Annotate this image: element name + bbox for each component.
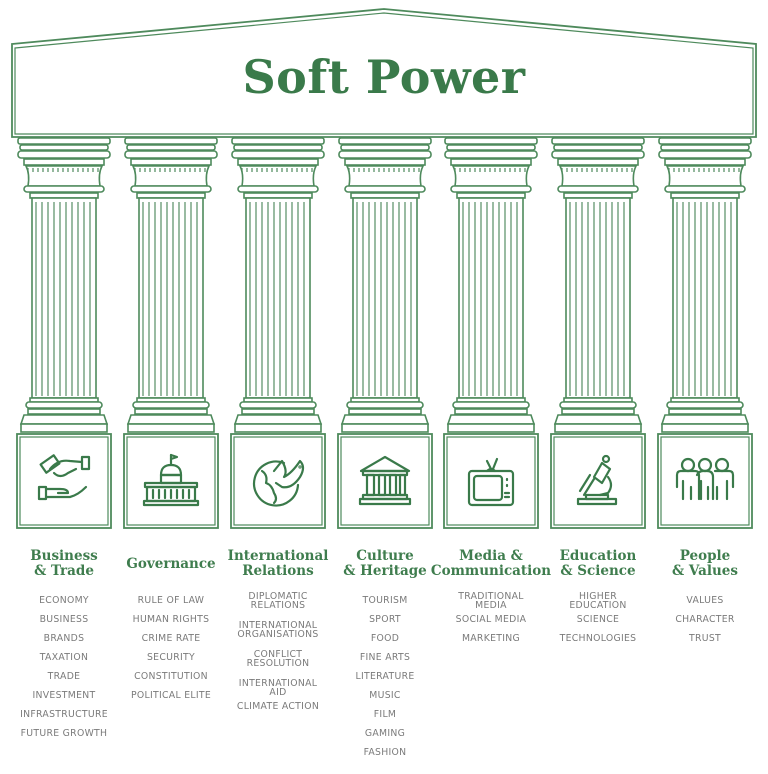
pillar-label-business-trade: Business & Trade ECONOMY BUSINESS BRANDS… <box>11 548 117 743</box>
people-group-icon <box>675 457 735 501</box>
list-item: SCIENCE <box>576 614 620 625</box>
list-item: INTERNATIONAL AID <box>238 678 318 698</box>
list-item: TRADE <box>47 671 81 682</box>
capitol-building-icon <box>142 453 200 507</box>
microscope-icon <box>576 454 618 506</box>
pillar-title: Governance <box>126 555 216 572</box>
pillar-title: People & Values <box>671 548 738 579</box>
pillar-label-people-values: People & Values VALUES CHARACTER TRUST <box>652 548 758 648</box>
list-item: FOOD <box>370 633 400 644</box>
television-icon <box>467 457 515 507</box>
pillar-business-trade <box>16 137 112 529</box>
list-item: BRANDS <box>43 633 85 644</box>
pillar-title: Media & Communication <box>430 548 552 579</box>
pillar-label-culture-heritage: Culture & Heritage TOURISM SPORT FOOD FI… <box>332 548 438 762</box>
globe-dove-icon <box>252 459 305 507</box>
list-item: INTERNATIONAL ORGANISATIONS <box>237 620 319 640</box>
pillar-title: International Relations <box>227 548 329 579</box>
list-item: MARKETING <box>461 633 521 644</box>
list-item: GAMING <box>364 728 406 739</box>
list-item: FINE ARTS <box>359 652 411 663</box>
list-item: TAXATION <box>39 652 89 663</box>
diagram-title: Soft Power <box>242 50 526 104</box>
pillar-label-education-science: Education & Science HIGHER EDUCATION SCI… <box>545 548 651 648</box>
list-item: INFRASTRUCTURE <box>20 709 108 720</box>
handshake-money-icon <box>37 454 91 501</box>
list-item: CLIMATE ACTION <box>236 701 320 712</box>
list-item: BUSINESS <box>39 614 89 625</box>
pillar-label-governance: Governance RULE OF LAW HUMAN RIGHTS CRIM… <box>118 548 224 705</box>
list-item: FASHION <box>363 747 407 758</box>
pillar-title: Culture & Heritage <box>343 548 427 579</box>
pillar-governance <box>123 137 219 529</box>
list-item: FILM <box>373 709 397 720</box>
pillar-label-international-relations: International Relations DIPLOMATIC RELAT… <box>225 548 331 716</box>
list-item: SECURITY <box>146 652 196 663</box>
pillar-label-media-communication: Media & Communication TRADITIONAL MEDIA … <box>430 548 552 648</box>
list-item: TOURISM <box>362 595 408 606</box>
pillar-title: Education & Science <box>559 548 637 579</box>
pillar-title: Business & Trade <box>30 548 98 579</box>
list-item: INVESTMENT <box>32 690 96 701</box>
list-item: HIGHER EDUCATION <box>569 591 627 611</box>
list-item: CHARACTER <box>675 614 735 625</box>
list-item: ECONOMY <box>39 595 89 606</box>
list-item: TRADITIONAL MEDIA <box>458 591 524 611</box>
list-item: TRUST <box>688 633 722 644</box>
classical-museum-icon <box>358 455 412 506</box>
list-item: DIPLOMATIC RELATIONS <box>248 591 308 611</box>
list-item: CRIME RATE <box>141 633 201 644</box>
list-item: SPORT <box>369 614 401 625</box>
list-item: SOCIAL MEDIA <box>455 614 527 625</box>
list-item: TECHNOLOGIES <box>559 633 637 644</box>
pediment <box>11 8 757 138</box>
list-item: FUTURE GROWTH <box>20 728 108 739</box>
list-item: HUMAN RIGHTS <box>132 614 210 625</box>
list-item: POLITICAL ELITE <box>130 690 212 701</box>
list-item: MUSIC <box>369 690 401 701</box>
list-item: LITERATURE <box>355 671 415 682</box>
list-item: VALUES <box>686 595 724 606</box>
pillar-culture-heritage <box>337 137 433 529</box>
list-item: CONSTITUTION <box>134 671 208 682</box>
pillar-people-values <box>657 137 753 529</box>
list-item: RULE OF LAW <box>137 595 205 606</box>
pillar-international-relations <box>230 137 326 529</box>
list-item: CONFLICT RESOLUTION <box>246 649 310 669</box>
